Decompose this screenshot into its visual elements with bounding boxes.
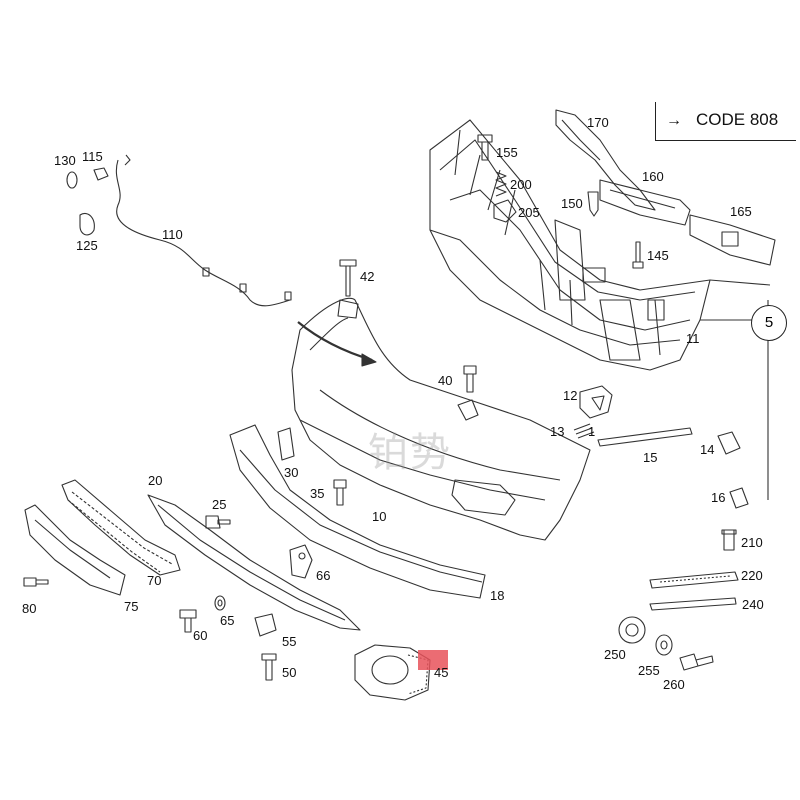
strip-220 (649, 571, 739, 589)
label-1: 1 (588, 424, 595, 439)
label-145: 145 (647, 248, 669, 263)
label-80: 80 (22, 601, 36, 616)
bracket-170 (555, 109, 656, 211)
label-75: 75 (124, 599, 138, 614)
cover-125 (79, 212, 95, 236)
label-11: 11 (686, 331, 700, 346)
wiring-harness-110 (115, 154, 292, 307)
label-250: 250 (604, 647, 626, 662)
clip-205 (493, 199, 517, 223)
label-165: 165 (730, 204, 752, 219)
spring-13 (573, 423, 595, 439)
label-115: 115 (82, 149, 103, 164)
bumper-cover-10 (291, 297, 591, 541)
bolt-60 (179, 609, 197, 633)
label-14: 14 (700, 442, 714, 457)
part-labels: 170 155 200 205 160 150 165 145 11 130 1… (22, 115, 764, 692)
label-70: 70 (147, 573, 161, 588)
fog-bezel-45 (354, 644, 431, 701)
bolt-260 (679, 653, 714, 671)
strip-240 (649, 597, 737, 611)
bolt-50 (261, 653, 277, 681)
bolt-40 (463, 365, 477, 393)
screw-80 (23, 577, 49, 587)
label-240: 240 (742, 597, 764, 612)
highlight-45 (418, 650, 448, 670)
label-18: 18 (490, 588, 504, 603)
label-130: 130 (54, 153, 76, 168)
label-155: 155 (496, 145, 518, 160)
label-42: 42 (360, 269, 374, 284)
clip-16 (729, 487, 749, 509)
label-60: 60 (193, 628, 207, 643)
mesh-grille-70 (61, 479, 181, 576)
label-16: 16 (711, 490, 725, 505)
direction-arrow (297, 321, 377, 367)
washer-65 (214, 595, 226, 611)
grille-strip-20 (147, 494, 361, 631)
label-13: 13 (550, 424, 564, 439)
pin-145 (632, 241, 644, 269)
label-160: 160 (642, 169, 664, 184)
bolt-155 (477, 134, 493, 161)
sensor-115 (93, 167, 109, 181)
label-12: 12 (563, 388, 577, 403)
label-200: 200 (510, 177, 532, 192)
clip-150 (587, 191, 599, 217)
label-30: 30 (284, 465, 298, 480)
label-55: 55 (282, 634, 296, 649)
washer-nozzle-12 (579, 385, 613, 419)
label-10: 10 (372, 509, 386, 524)
label-260: 260 (663, 677, 685, 692)
label-170: 170 (587, 115, 609, 130)
label-125: 125 (76, 238, 98, 253)
label-220: 220 (741, 568, 763, 583)
gear-250 (618, 616, 646, 644)
lower-spoiler-18 (229, 424, 486, 599)
label-25: 25 (212, 497, 226, 512)
trim-strip-15 (597, 427, 693, 447)
callout-circle-5: 5 (751, 305, 787, 341)
bumper-carrier-11 (429, 119, 771, 371)
bracket-160 (599, 179, 691, 226)
label-210: 210 (741, 535, 763, 550)
label-20: 20 (148, 473, 162, 488)
ring-130 (66, 171, 78, 189)
label-15: 15 (643, 450, 657, 465)
label-110: 110 (162, 227, 183, 242)
bolt-35 (333, 479, 347, 506)
label-40: 40 (438, 373, 452, 388)
bracket-165 (689, 214, 776, 266)
label-205: 205 (518, 205, 540, 220)
label-45: 45 (434, 665, 448, 680)
code-box: → CODE 808 (655, 102, 796, 141)
label-50: 50 (282, 665, 296, 680)
arrow-right-icon: → (666, 112, 682, 129)
clip-55 (254, 613, 277, 637)
clip-14 (717, 431, 741, 455)
label-150: 150 (561, 196, 583, 211)
spring-200 (495, 171, 507, 197)
bolt-210 (721, 529, 737, 551)
bracket-30 (277, 427, 295, 461)
bracket-66 (289, 544, 313, 579)
label-65: 65 (220, 613, 234, 628)
code-label: CODE 808 (696, 110, 779, 129)
lower-panel-75 (24, 504, 126, 596)
watermark: 铂势 (368, 430, 452, 476)
label-255: 255 (638, 663, 660, 678)
bolt-42 (339, 259, 357, 297)
label-35: 35 (310, 486, 324, 501)
label-66: 66 (316, 568, 330, 583)
washer-255 (655, 634, 673, 656)
screw-25 (205, 515, 231, 529)
